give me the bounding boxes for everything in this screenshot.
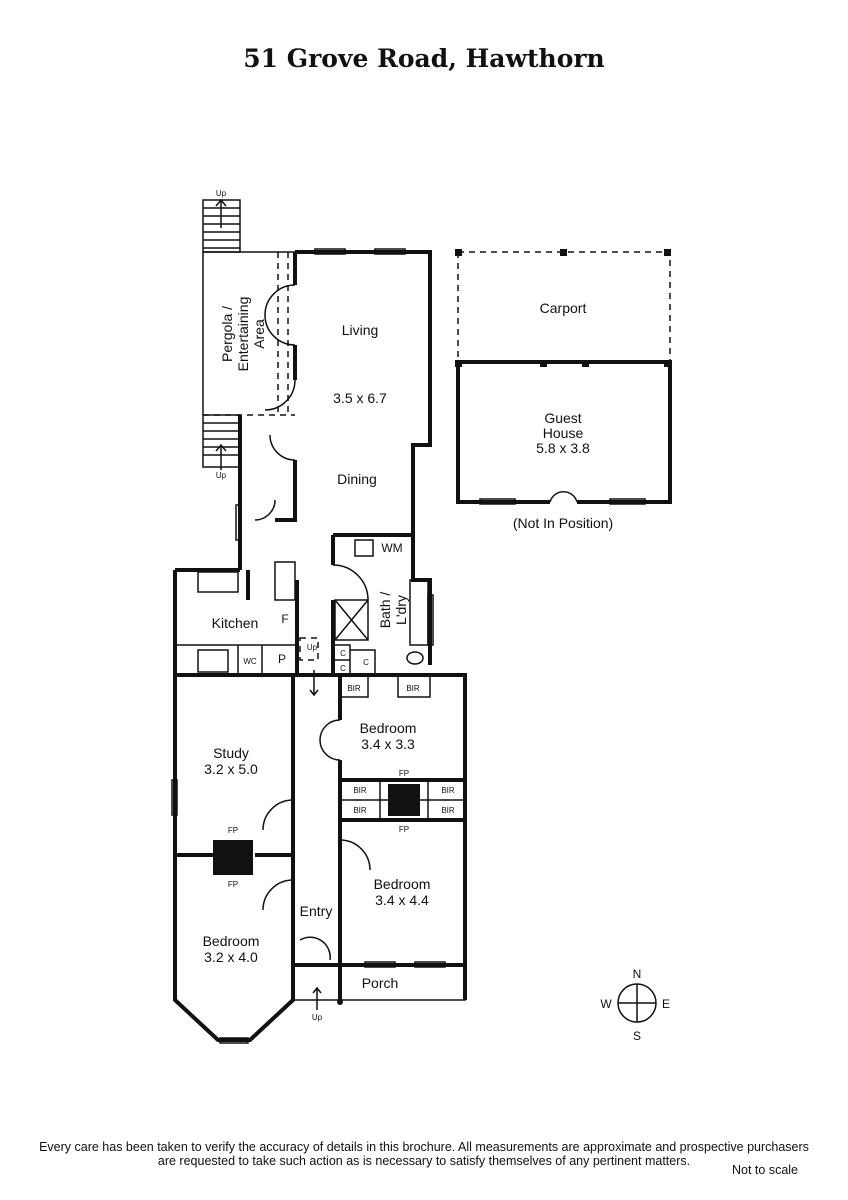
page-title: 51 Grove Road, Hawthorn	[243, 44, 605, 73]
room-dims-study: 3.2 x 5.0	[204, 761, 258, 777]
bir-label: BIR	[406, 684, 420, 693]
compass-n: N	[633, 967, 642, 981]
room-label-entry: Entry	[300, 903, 333, 919]
compass-icon: N S E W	[600, 967, 670, 1043]
bir-label: BIR	[353, 806, 367, 815]
fireplace-icon	[388, 784, 420, 816]
pergola-area	[202, 198, 295, 470]
cupboard-label: C	[340, 664, 346, 673]
room-label-guest-house: House	[543, 425, 584, 441]
compass-w: W	[600, 997, 612, 1011]
disclaimer-line: Every care has been taken to verify the …	[39, 1140, 809, 1154]
room-label-bedroom: Bedroom	[374, 876, 431, 892]
compass-e: E	[662, 997, 670, 1011]
bath-icon	[409, 579, 429, 646]
room-label-bedroom: Bedroom	[203, 933, 260, 949]
up-label: Up	[307, 643, 318, 652]
cooktop-icon	[197, 649, 229, 673]
shower-icon	[334, 599, 369, 641]
cupboard-label: C	[363, 658, 369, 667]
walls	[173, 250, 467, 1042]
room-label-bath: Bath /	[377, 592, 393, 629]
washing-machine-icon	[354, 539, 374, 557]
room-dims-bedroom: 3.2 x 4.0	[204, 949, 258, 965]
disclaimer: Every care has been taken to verify the …	[0, 1140, 848, 1168]
bir-label: BIR	[441, 786, 455, 795]
wm-label: WM	[381, 541, 402, 555]
fp-label: FP	[228, 880, 238, 889]
room-label-study: Study	[213, 745, 249, 761]
room-dims-bedroom: 3.4 x 4.4	[375, 892, 429, 908]
room-dims-bedroom: 3.4 x 3.3	[361, 736, 415, 752]
pantry-label: P	[278, 652, 286, 666]
stairs-up-hatch	[299, 637, 319, 661]
fp-label: FP	[399, 769, 409, 778]
fridge-label: F	[281, 612, 288, 626]
up-label: Up	[216, 189, 227, 198]
scale-note: Not to scale	[732, 1163, 799, 1177]
down-arrow-icon	[309, 670, 319, 697]
room-label-carport: Carport	[540, 300, 587, 316]
up-arrow-icon	[215, 198, 227, 228]
compass-s: S	[633, 1029, 641, 1043]
room-dims-guest-house: 5.8 x 3.8	[536, 440, 590, 456]
pergola-label: Pergola /	[219, 306, 235, 362]
pergola-label: Entertaining	[235, 297, 251, 372]
bir-label: BIR	[347, 684, 361, 693]
room-label-porch: Porch	[362, 975, 399, 991]
room-label-bedroom: Bedroom	[360, 720, 417, 736]
cupboard-label: C	[340, 649, 346, 658]
room-label-kitchen: Kitchen	[212, 615, 259, 631]
up-arrow-icon	[312, 986, 322, 1010]
room-label-laundry: L'dry	[393, 595, 409, 625]
fridge-cabinet	[274, 561, 296, 601]
guest-house-walls	[456, 360, 672, 504]
guest-house-note: (Not In Position)	[513, 515, 613, 531]
fireplace-icon	[213, 840, 253, 875]
disclaimer-line: are requested to take such action as is …	[157, 1154, 691, 1168]
room-label-dining: Dining	[337, 471, 377, 487]
bir-label: BIR	[353, 786, 367, 795]
fp-label: FP	[228, 826, 238, 835]
room-dims-living: 3.5 x 6.7	[333, 390, 387, 406]
room-label-living: Living	[342, 322, 379, 338]
toilet-icon	[406, 651, 424, 665]
fp-label: FP	[399, 825, 409, 834]
doors	[254, 284, 371, 961]
up-label: Up	[216, 471, 227, 480]
windows	[171, 248, 446, 1044]
wc-label: WC	[243, 657, 257, 666]
sink-icon	[197, 571, 239, 593]
room-label-guest-house: Guest	[544, 410, 581, 426]
up-arrow-icon	[215, 443, 227, 470]
bir-label: BIR	[441, 806, 455, 815]
pergola-label: Area	[251, 319, 267, 349]
up-label: Up	[312, 1013, 323, 1022]
